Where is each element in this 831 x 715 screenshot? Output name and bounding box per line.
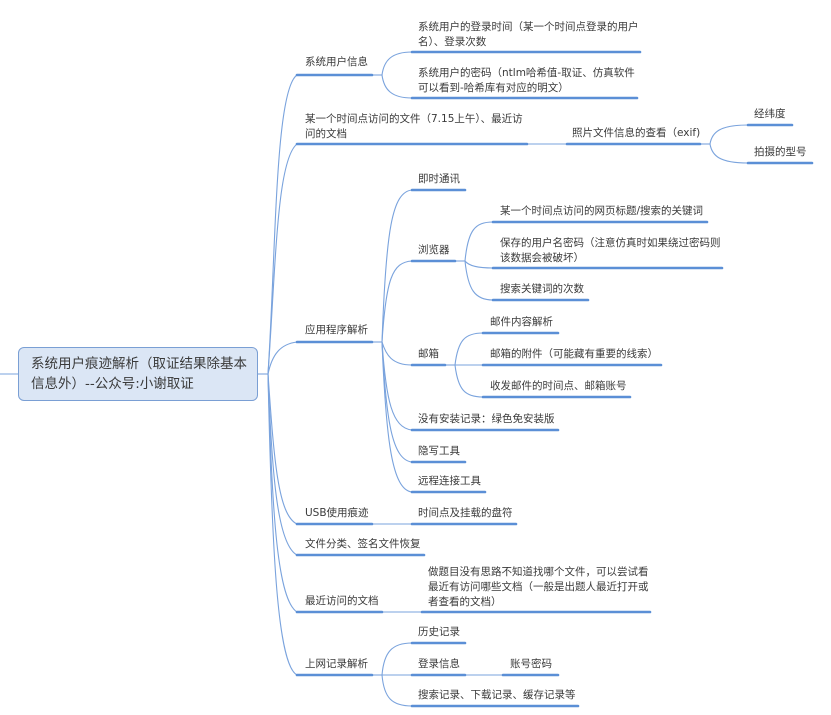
root-node[interactable]: 系统用户痕迹解析（取证结果除基本 信息外）--公众号:小谢取证 (18, 347, 258, 401)
node-mail-attachment[interactable]: 邮箱的附件（可能藏有重要的线索） (490, 348, 658, 360)
node-recent-docs-tip-line3: 者查看的文档） (428, 596, 502, 608)
node-search-download-cache[interactable]: 搜索记录、下载记录、缓存记录等 (418, 689, 576, 701)
node-login-time[interactable]: 系统用户的登录时间（某一个时间点登录的用户 名）、登录次数 (418, 20, 639, 50)
node-usb-drive-letter[interactable]: 时间点及挂载的盘符 (418, 507, 513, 519)
node-mail-content[interactable]: 邮件内容解析 (490, 316, 553, 328)
node-login-info[interactable]: 登录信息 (418, 658, 460, 670)
node-browser-search-count[interactable]: 搜索关键词的次数 (500, 283, 584, 295)
node-recent-docs-tip-line2: 最近有访问哪些文档（一般是出题人最近打开或 (428, 581, 649, 593)
node-mail-time-account[interactable]: 收发邮件的时间点、邮箱账号 (490, 380, 627, 392)
node-files-accessed-line1: 某一个时间点访问的文件（7.15上午）、最近访 (305, 113, 523, 125)
node-files-accessed-line2: 问的文档 (305, 128, 347, 140)
node-account-password[interactable]: 账号密码 (510, 658, 552, 670)
node-no-install-record[interactable]: 没有安装记录：绿色免安装版 (418, 413, 555, 425)
node-user-password[interactable]: 系统用户的密码（ntlm哈希值-取证、仿真软件 可以看到-哈希库有对应的明文） (418, 66, 635, 96)
node-usb-traces[interactable]: USB使用痕迹 (305, 507, 369, 519)
node-remote-tools[interactable]: 远程连接工具 (418, 475, 481, 487)
root-label-line1: 系统用户痕迹解析（取证结果除基本 (31, 356, 247, 372)
node-login-time-line2: 名）、登录次数 (418, 36, 487, 48)
node-stego-tools[interactable]: 隐写工具 (418, 445, 460, 457)
node-instant-messaging[interactable]: 即时通讯 (418, 173, 460, 185)
node-mailbox[interactable]: 邮箱 (418, 348, 439, 360)
node-system-user-info[interactable]: 系统用户信息 (305, 56, 368, 68)
node-user-password-line2: 可以看到-哈希库有对应的明文） (418, 82, 569, 94)
node-photo-exif[interactable]: 照片文件信息的查看（exif) (572, 127, 701, 139)
node-recent-docs-tip-line1: 做题目没有思路不知道找哪个文件，可以尝试看 (428, 566, 649, 578)
node-browser-saved-password[interactable]: 保存的用户名密码（注意仿真时如果绕过密码则 该数据会被破坏） (500, 236, 721, 266)
node-browser-saved-password-line1: 保存的用户名密码（注意仿真时如果绕过密码则 (500, 237, 721, 249)
root-label-line2: 信息外）--公众号:小谢取证 (31, 376, 194, 392)
node-recent-docs[interactable]: 最近访问的文档 (305, 595, 379, 607)
node-login-time-line1: 系统用户的登录时间（某一个时间点登录的用户 (418, 21, 639, 33)
node-browser-saved-password-line2: 该数据会被破坏） (500, 252, 584, 264)
node-app-analysis[interactable]: 应用程序解析 (305, 324, 368, 336)
node-file-classify[interactable]: 文件分类、签名文件恢复 (305, 538, 421, 550)
node-files-accessed[interactable]: 某一个时间点访问的文件（7.15上午）、最近访 问的文档 (305, 112, 523, 142)
node-recent-docs-tip[interactable]: 做题目没有思路不知道找哪个文件，可以尝试看 最近有访问哪些文档（一般是出题人最近… (428, 565, 649, 610)
node-browser-title-keyword[interactable]: 某一个时间点访问的网页标题/搜索的关键词 (500, 205, 704, 217)
node-latitude-longitude[interactable]: 经纬度 (754, 108, 786, 120)
node-history[interactable]: 历史记录 (418, 626, 460, 638)
node-user-password-line1: 系统用户的密码（ntlm哈希值-取证、仿真软件 (418, 67, 635, 79)
node-browser[interactable]: 浏览器 (418, 244, 450, 256)
node-camera-model[interactable]: 拍摄的型号 (754, 146, 807, 158)
node-web-records[interactable]: 上网记录解析 (305, 658, 368, 670)
